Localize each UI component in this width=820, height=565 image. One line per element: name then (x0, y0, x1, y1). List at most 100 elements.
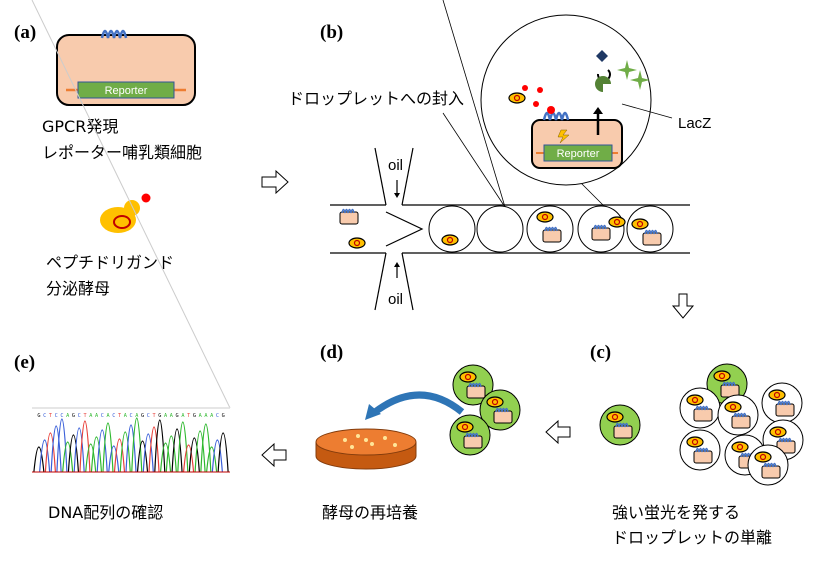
panel-b-label: (b) (320, 22, 343, 43)
yeast-icon (100, 193, 151, 233)
droplet-cluster (680, 364, 803, 485)
base-A: A (204, 413, 208, 419)
base-C: C (216, 413, 219, 419)
petri-dish-icon (315, 428, 417, 470)
mammalian-cell-icon: Reporter (56, 29, 196, 106)
peak-T (113, 438, 126, 473)
base-A: A (135, 413, 139, 419)
peak-A (62, 441, 74, 473)
peak-C (56, 418, 68, 473)
peak-A (131, 417, 143, 473)
peak-A (200, 423, 212, 473)
base-C: C (130, 413, 133, 419)
base-C: C (78, 413, 81, 419)
base-T: T (187, 413, 190, 419)
peak-A (119, 431, 131, 473)
base-A: A (89, 413, 93, 419)
peak-C (96, 429, 108, 473)
peak-G (188, 437, 200, 473)
peak-C (211, 439, 223, 473)
panel-c-label: (c) (590, 342, 611, 363)
base-A: A (124, 413, 128, 419)
peak-G (67, 434, 80, 473)
base-G: G (176, 413, 179, 419)
peak-T (79, 420, 91, 473)
peak-C (108, 445, 120, 473)
caption-c-line1: 強い蛍光を発する (612, 503, 740, 522)
panel-d-label: (d) (320, 342, 343, 363)
base-A: A (106, 413, 110, 419)
base-G: G (222, 413, 225, 419)
oil-label-bottom: oil (388, 291, 403, 308)
yeast-in-channel (348, 237, 366, 249)
panel-d: (d) 酵母の再培養 (315, 342, 520, 522)
base-T: T (153, 413, 156, 419)
peak-G (154, 419, 166, 473)
panel-a-label: (a) (14, 22, 36, 43)
base-C: C (101, 413, 104, 419)
isolated-fluorescent-droplet (600, 405, 640, 445)
peak-G (33, 446, 45, 473)
panel-e-label: (e) (14, 352, 35, 373)
base-A: A (199, 413, 203, 419)
caption-d: 酵母の再培養 (322, 503, 418, 522)
caption-e: DNA配列の確認 (48, 503, 163, 522)
arrow-left-icon (545, 419, 571, 445)
peak-A (165, 435, 177, 473)
peak-G (171, 428, 183, 473)
reporter-label-zoom: Reporter (557, 148, 600, 160)
droplets-row (428, 205, 674, 253)
arrow-left-icon-2 (261, 442, 287, 468)
base-G: G (37, 413, 40, 419)
peak-C (125, 424, 137, 473)
panel-c: (c) 強い蛍光を発する ドロップレットの単離 (590, 342, 803, 547)
yeast-caption-line2: 分泌酵母 (46, 279, 110, 298)
peak-C (142, 433, 154, 473)
base-G: G (72, 413, 75, 419)
base-G: G (158, 413, 161, 419)
peak-A (206, 446, 218, 473)
peak-G (136, 440, 149, 473)
cell-caption-line2: レポーター哺乳類細胞 (42, 143, 202, 162)
lacz-label: LacZ (678, 115, 711, 132)
peak-C (39, 439, 51, 473)
base-T: T (49, 413, 52, 419)
base-C: C (60, 413, 63, 419)
peak-T (148, 426, 160, 473)
panel-b: (b) ドロップレットへの封入 Reporter LacZ (288, 0, 711, 311)
peak-T (44, 432, 56, 473)
peak-A (194, 430, 206, 473)
peak-C (73, 427, 85, 473)
encapsulation-title: ドロップレットへの封入 (288, 89, 464, 108)
microfluidic-channel (330, 147, 690, 311)
peak-A (85, 443, 97, 473)
base-T: T (83, 413, 86, 419)
cell-caption-line1: GPCR発現 (42, 117, 118, 136)
peak-A (177, 421, 189, 473)
arrow-down-icon (671, 293, 695, 319)
base-A: A (95, 413, 99, 419)
peak-A (102, 422, 114, 473)
arrow-right-icon (261, 169, 289, 195)
caption-c-line2: ドロップレットの単離 (612, 528, 772, 547)
peak-A (90, 436, 103, 473)
magnified-droplet: Reporter (442, 0, 673, 208)
peak-A (159, 442, 172, 473)
base-A: A (170, 413, 174, 419)
oil-label-top: oil (388, 157, 403, 174)
base-A: A (181, 413, 185, 419)
cell-in-channel (339, 208, 359, 225)
peak-G (217, 432, 229, 473)
base-A: A (66, 413, 70, 419)
peak-T (182, 444, 195, 473)
base-A: A (210, 413, 214, 419)
base-G: G (141, 413, 144, 419)
base-C: C (55, 413, 58, 419)
base-C: C (147, 413, 150, 419)
peak-C (50, 425, 62, 473)
base-C: C (112, 413, 115, 419)
